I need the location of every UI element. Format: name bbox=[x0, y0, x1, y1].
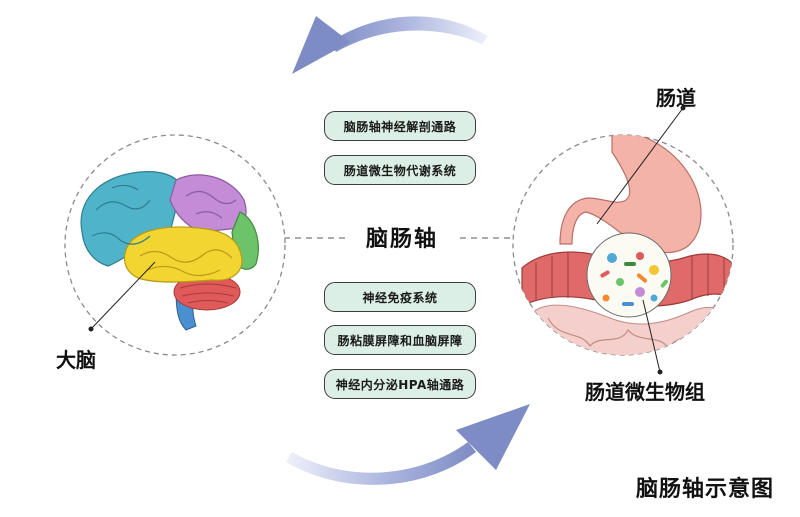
pathway-microbial-metabolism: 肠道微生物代谢系统 bbox=[324, 155, 476, 185]
diagram-caption: 脑肠轴示意图 bbox=[635, 477, 774, 502]
label-brain: 大脑 bbox=[56, 348, 96, 372]
brain-illustration bbox=[64, 134, 286, 356]
bottom-circular-arrow bbox=[286, 404, 530, 485]
pathway-neuroimmune: 神经免疫系统 bbox=[324, 282, 476, 312]
pathway-barriers: 肠粘膜屏障和血脑屏障 bbox=[324, 325, 476, 355]
center-title: 脑肠轴 bbox=[346, 222, 458, 256]
gut-illustration bbox=[512, 105, 734, 375]
label-gut: 肠道 bbox=[656, 86, 696, 110]
top-circular-arrow bbox=[292, 16, 488, 74]
pathway-neuroanatomical: 脑肠轴神经解剖通路 bbox=[324, 111, 476, 141]
label-microbiota: 肠道微生物组 bbox=[585, 380, 705, 404]
pathway-hpa-axis: 神经内分泌HPA轴通路 bbox=[324, 369, 476, 399]
